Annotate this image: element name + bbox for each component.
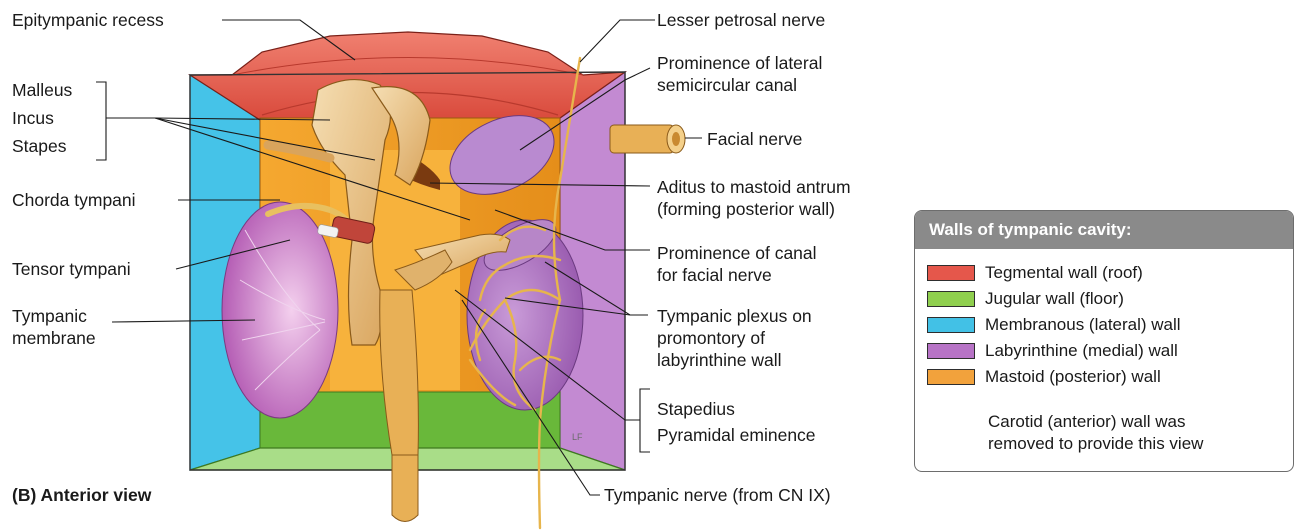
legend-label-mastoid: Mastoid (posterior) wall [985,367,1161,387]
legend-swatch-jugular [927,291,975,307]
legend-item-labyrinthine: Labyrinthine (medial) wall [927,339,1178,363]
legend-label-labyrinthine: Labyrinthine (medial) wall [985,341,1178,361]
legend-item-mastoid: Mastoid (posterior) wall [927,365,1161,389]
label-prominence-facial-canal: Prominence of canal for facial nerve [657,242,817,286]
facial-nerve [610,125,685,153]
legend-swatch-mastoid [927,369,975,385]
legend-note: Carotid (anterior) wall was removed to p… [988,411,1203,455]
label-tympanic-plexus: Tympanic plexus on promontory of labyrin… [657,305,812,371]
label-tensor-tympani: Tensor tympani [12,258,131,280]
legend-label-membranous: Membranous (lateral) wall [985,315,1181,335]
label-aditus-mastoid-antrum: Aditus to mastoid antrum (forming poster… [657,176,851,220]
label-tympanic-nerve: Tympanic nerve (from CN IX) [604,484,831,506]
label-stapedius: Stapedius [657,398,735,420]
label-tympanic-membrane: Tympanic membrane [12,305,96,349]
legend-label-jugular: Jugular wall (floor) [985,289,1124,309]
legend-swatch-tegmental [927,265,975,281]
legend-item-jugular: Jugular wall (floor) [927,287,1124,311]
legend-swatch-membranous [927,317,975,333]
label-prominence-lateral-canal: Prominence of lateral semicircular canal [657,52,822,96]
label-malleus: Malleus [12,79,72,101]
legend-swatch-labyrinthine [927,343,975,359]
label-chorda-tympani: Chorda tympani [12,189,136,211]
label-facial-nerve: Facial nerve [707,128,802,150]
label-stapes: Stapes [12,135,66,157]
legend-label-tegmental: Tegmental wall (roof) [985,263,1143,283]
artist-signature: LF [572,432,583,442]
legend-item-tegmental: Tegmental wall (roof) [927,261,1143,285]
label-epitympanic-recess: Epitympanic recess [12,9,164,31]
view-caption: (B) Anterior view [12,484,151,506]
label-lesser-petrosal-nerve: Lesser petrosal nerve [657,9,825,31]
facial-canal-stem [380,290,419,522]
legend-item-membranous: Membranous (lateral) wall [927,313,1181,337]
legend-box: Walls of tympanic cavity: Tegmental wall… [914,210,1294,472]
legend-title: Walls of tympanic cavity: [915,211,1293,249]
label-incus: Incus [12,107,54,129]
label-pyramidal-eminence: Pyramidal eminence [657,424,816,446]
